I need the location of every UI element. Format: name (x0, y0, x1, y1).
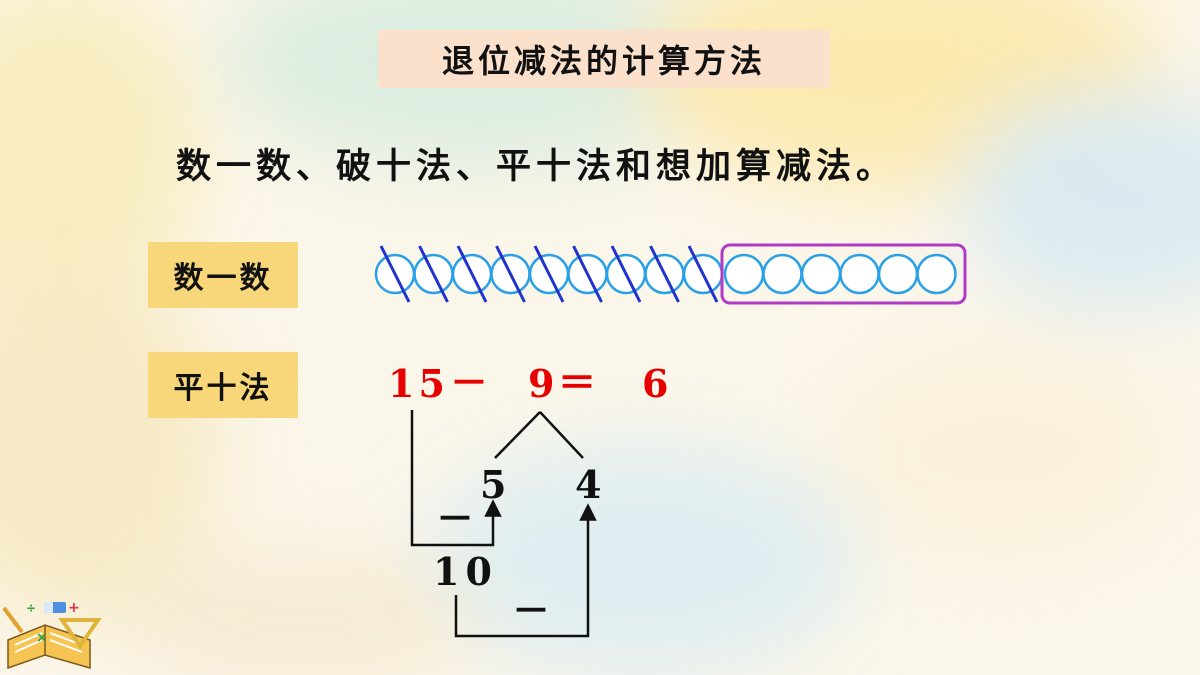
result: 6 (642, 361, 668, 406)
tag-flat-ten: 平十法 (148, 352, 298, 418)
minuend: 15 (388, 361, 449, 406)
split-line-right (539, 411, 584, 459)
split-part-right: 4 (575, 462, 601, 507)
cross-out-slash (379, 245, 411, 303)
cross-out-slash (418, 245, 449, 303)
cross-out-slash (610, 245, 642, 303)
remaining-circle (916, 253, 957, 295)
page-title: 退位减法的计算方法 (378, 30, 830, 88)
svg-text:×: × (36, 630, 48, 646)
cross-out-slash (495, 245, 526, 303)
equals-sign: ＝ (558, 360, 596, 405)
split-line-left (494, 411, 541, 459)
remaining-circle (800, 253, 842, 295)
remaining-circle (762, 253, 803, 295)
method-list: 数一数、破十法、平十法和想加算减法。 (176, 147, 897, 187)
minus-operator: － (450, 360, 488, 405)
minus-label-lower: － (512, 588, 550, 633)
remaining-circle (839, 253, 880, 295)
svg-text:÷: ÷ (26, 601, 36, 615)
counting-circles (374, 245, 957, 303)
cross-out-slash (687, 245, 719, 303)
cross-out-slash (456, 245, 488, 303)
tag-count: 数一数 (148, 242, 298, 308)
cross-out-slash (533, 245, 565, 303)
minus-label-upper: － (436, 496, 474, 541)
remaining-circle (877, 253, 919, 295)
cross-out-slash (572, 245, 603, 303)
ten-number: 10 (433, 549, 498, 594)
remaining-group-box (720, 243, 967, 305)
school-supplies-icon: + ÷ × (2, 600, 102, 670)
cross-out-slash (649, 245, 680, 303)
remaining-circle (723, 253, 765, 295)
subtrahend: 9 (528, 361, 554, 406)
bracket-to-five (410, 410, 502, 547)
bracket-to-four (454, 503, 597, 638)
svg-text:+: + (68, 600, 80, 616)
split-part-left: 5 (480, 462, 506, 507)
